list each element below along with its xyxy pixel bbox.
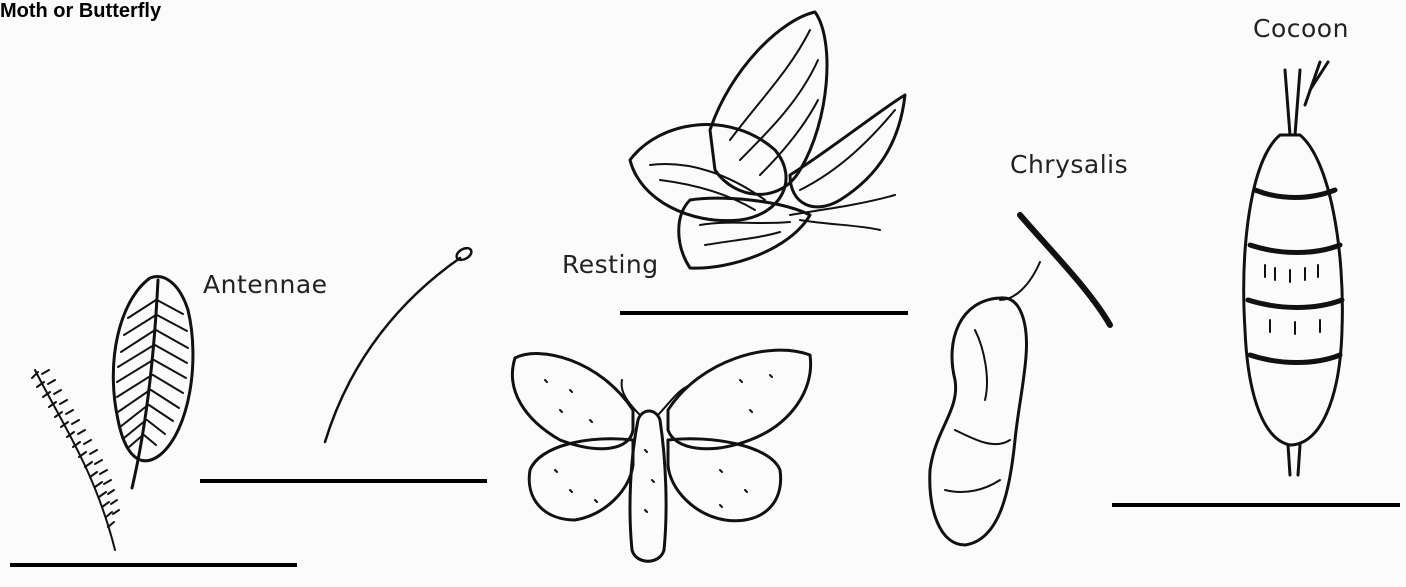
feathery-antenna-icon	[32, 277, 193, 550]
butterfly-resting-icon	[630, 12, 905, 268]
clubbed-antenna-icon	[325, 246, 473, 442]
chrysalis-icon	[930, 215, 1110, 545]
cocoon-icon	[1244, 62, 1343, 475]
moth-resting-icon	[512, 350, 810, 561]
